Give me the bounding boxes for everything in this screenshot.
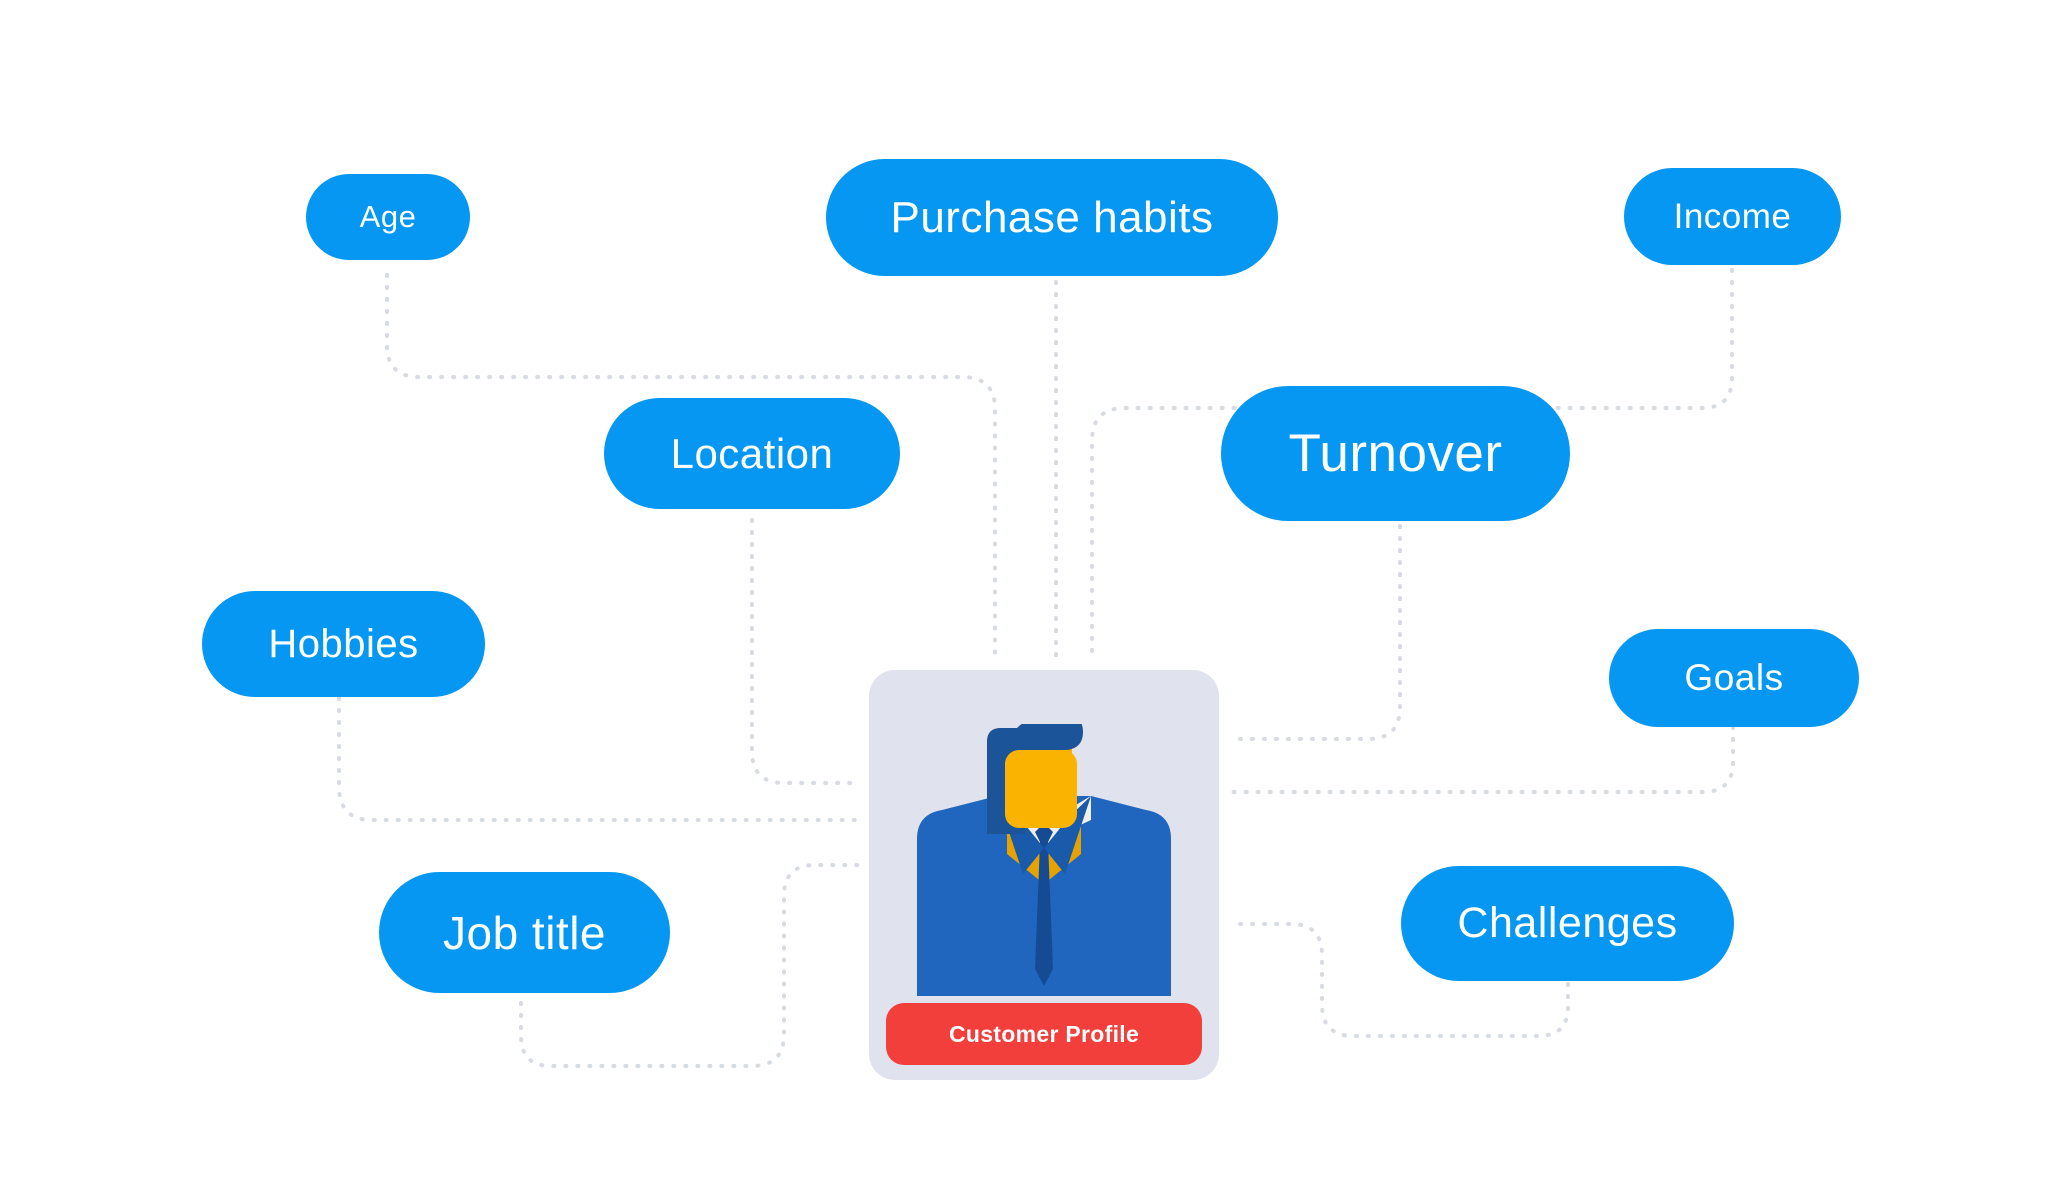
node-purchase-habits-label: Purchase habits [890, 192, 1214, 242]
customer-profile-card: Customer Profile [869, 670, 1219, 1080]
node-turnover: Turnover [1221, 386, 1570, 521]
node-income: Income [1624, 168, 1841, 265]
node-age: Age [306, 174, 470, 260]
node-hobbies: Hobbies [202, 591, 485, 697]
node-purchase-habits: Purchase habits [826, 159, 1278, 276]
node-challenges-label: Challenges [1457, 899, 1678, 947]
node-income-label: Income [1673, 196, 1792, 236]
node-goals-label: Goals [1684, 657, 1784, 698]
node-location: Location [604, 398, 900, 509]
connector-turnover [1230, 524, 1402, 741]
node-job-title: Job title [379, 872, 670, 993]
node-hobbies-label: Hobbies [268, 621, 419, 666]
customer-profile-label: Customer Profile [886, 1003, 1202, 1065]
businessman-avatar-icon [917, 724, 1171, 996]
node-age-label: Age [359, 199, 417, 234]
node-challenges: Challenges [1401, 866, 1734, 981]
node-job-title-label: Job title [442, 906, 607, 959]
connector-challenges [1230, 922, 1570, 1038]
connector-hobbies [337, 696, 862, 822]
connector-age [385, 273, 997, 662]
node-goals: Goals [1609, 629, 1859, 727]
connector-goals [1230, 725, 1735, 794]
node-location-label: Location [670, 429, 834, 477]
connector-location [750, 518, 862, 785]
node-turnover-label: Turnover [1288, 424, 1503, 483]
